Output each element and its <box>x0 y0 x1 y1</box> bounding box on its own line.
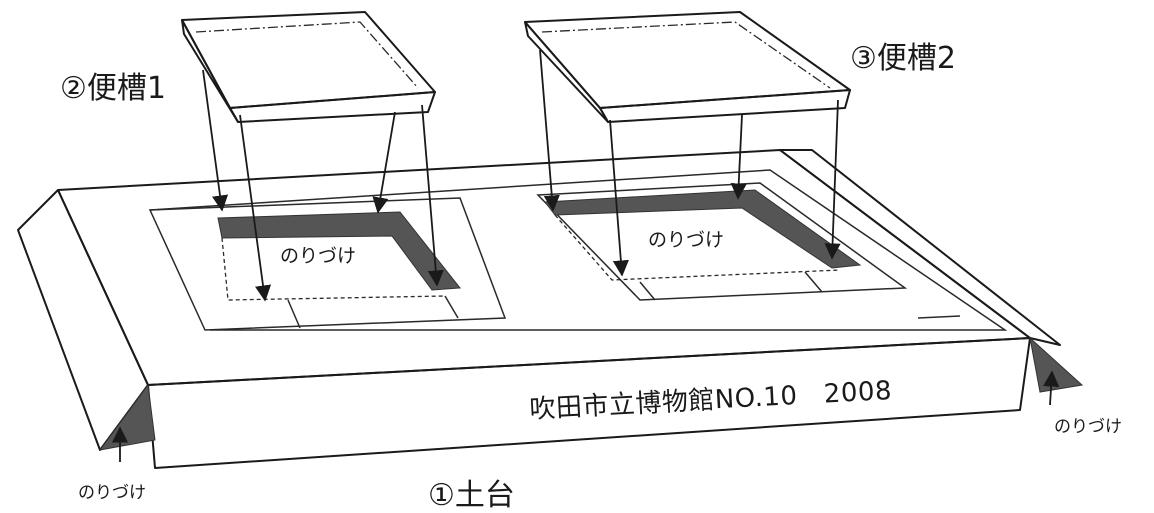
label-glue-right-window: のりづけ <box>648 229 724 251</box>
window-right-sep2 <box>804 271 823 293</box>
arrow-tank1-a <box>202 69 229 212</box>
window-right <box>536 182 908 301</box>
window-right-sep1 <box>639 281 656 301</box>
tank2-front <box>599 89 851 123</box>
label-tank1: ②便槽1 <box>60 71 166 106</box>
arrow-tank2-d <box>824 99 841 260</box>
window-left <box>148 197 507 331</box>
tank1-fold-line <box>195 21 419 89</box>
arrow-tank2-a <box>539 49 560 212</box>
tank2-part <box>524 11 851 123</box>
tank1-front <box>229 91 436 123</box>
base-inner-border <box>149 169 1008 331</box>
glue-flap-right <box>1029 336 1084 393</box>
arrow-tank2-c <box>730 114 747 200</box>
window-right-outline <box>536 182 908 301</box>
arrow-corner-right <box>1043 370 1060 406</box>
base-name-plate: 吹田市立博物館NO.10 2008 <box>529 376 893 425</box>
tank1-left <box>181 19 239 123</box>
assembly-arrows <box>111 49 1060 462</box>
label-base: ①土台 <box>428 478 515 513</box>
arrow-tank1-c <box>372 111 396 214</box>
glue-flap-left <box>98 383 156 451</box>
tank2-fold-line <box>541 21 831 89</box>
window-left-outline <box>148 197 507 331</box>
label-glue-left-window: のりづけ <box>280 245 356 267</box>
window-right-dash <box>554 214 841 281</box>
window-left-dash <box>221 237 446 301</box>
label-glue-left-corner: のりづけ <box>78 483 146 503</box>
window-left-sep1 <box>287 299 301 329</box>
tank2-left <box>524 21 609 123</box>
window-left-sep2 <box>444 295 459 319</box>
base-right-side <box>779 149 1061 346</box>
arrow-tank1-d <box>421 104 444 287</box>
surface-mark <box>917 315 961 319</box>
arrow-tank1-b <box>239 114 272 302</box>
arrow-tank2-b <box>609 119 629 277</box>
base-part <box>17 149 1084 469</box>
label-tank2: ③便槽2 <box>850 41 956 76</box>
label-glue-right-corner: のりづけ <box>1054 417 1122 437</box>
tank1-part <box>181 11 436 123</box>
